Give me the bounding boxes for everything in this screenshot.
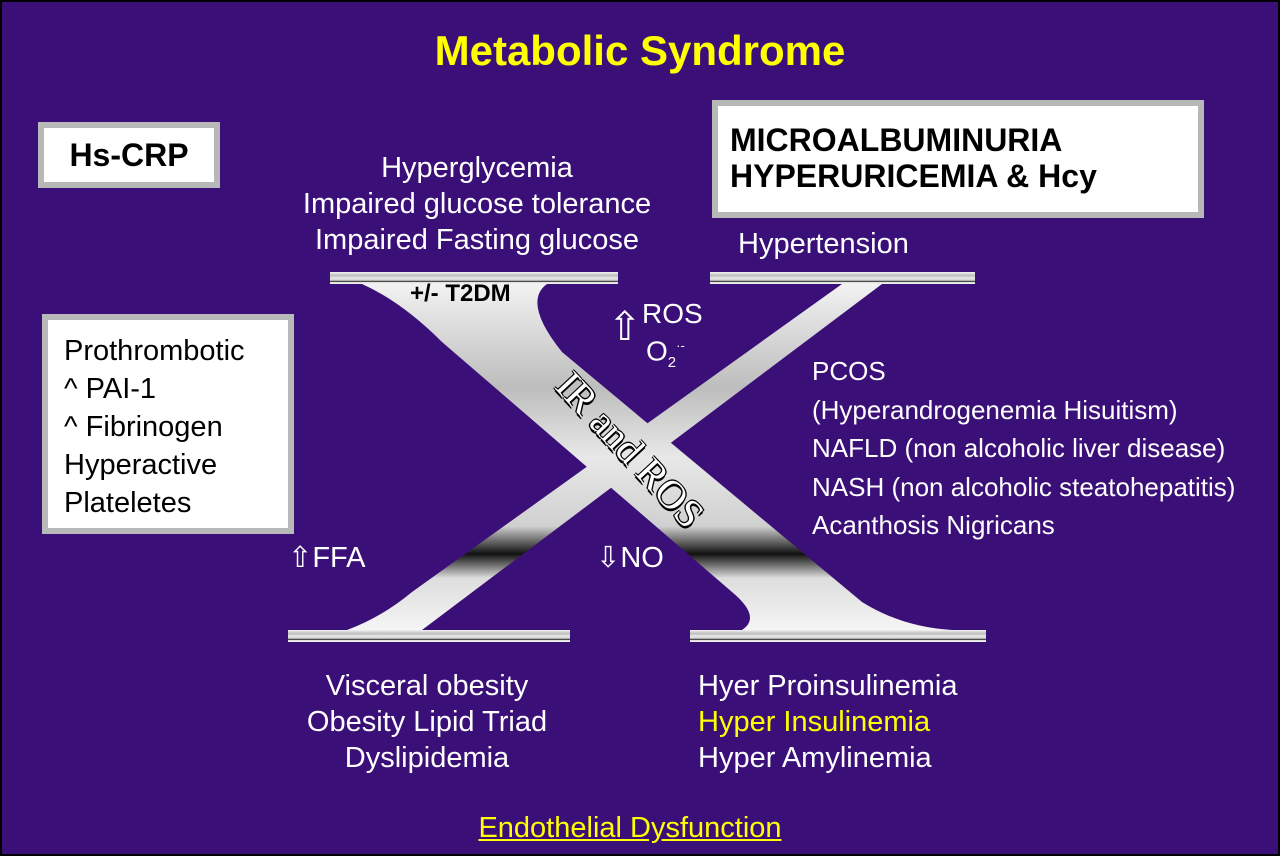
- obesity-item: Obesity Lipid Triad: [306, 706, 548, 738]
- hs-crp-label: Hs-CRP: [69, 137, 189, 173]
- hyperuricemia-label: HYPERURICEMIA & Hcy: [730, 158, 1097, 194]
- down-arrow-icon: ⇩: [596, 542, 621, 574]
- glycemia-item: Impaired Fasting glucose: [315, 224, 639, 256]
- prothrombotic-item: Plateletes: [64, 487, 192, 519]
- ros-label: ROS: [642, 298, 703, 329]
- x-strokes: [288, 272, 986, 642]
- condition-item: NASH (non alcoholic steatohepatitis): [812, 471, 1236, 502]
- prothrombotic-item: Prothrombotic: [64, 335, 245, 367]
- hypertension-label: Hypertension: [738, 228, 909, 260]
- glycemia-item: Impaired glucose tolerance: [302, 188, 652, 220]
- obesity-item: Dyslipidemia: [344, 742, 510, 774]
- microalbuminuria-box: MICROALBUMINURIA HYPERURICEMIA & Hcy: [712, 100, 1204, 218]
- prothrombotic-item: Hyperactive: [64, 449, 218, 481]
- no-group: ⇩NO: [596, 540, 664, 576]
- glycemia-item: Hyperglycemia: [381, 152, 573, 184]
- condition-item: Acanthosis Nigricans: [812, 510, 1055, 540]
- slide-title: Metabolic Syndrome: [434, 27, 846, 74]
- o2-label: O: [646, 335, 668, 367]
- prothrombotic-item: ^ Fibrinogen: [64, 411, 223, 443]
- prothrombotic-box: Prothrombotic ^ PAI-1 ^ Fibrinogen Hyper…: [42, 314, 294, 534]
- obesity-item: Visceral obesity: [325, 670, 529, 702]
- insulin-list: Hyer Proinsulinemia Hyper Insulinemia Hy…: [698, 668, 958, 776]
- insulin-item: Hyer Proinsulinemia: [698, 670, 958, 702]
- ffa-label: FFA: [312, 542, 366, 574]
- footer-label: Endothelial Dysfunction: [478, 812, 782, 844]
- up-arrow-icon: ⇧: [608, 305, 642, 349]
- o2-superscript: ·-: [676, 338, 685, 353]
- insulin-item: Hyper Amylinemia: [698, 742, 932, 774]
- prothrombotic-item: ^ PAI-1: [64, 373, 157, 405]
- condition-item: NAFLD (non alcoholic liver disease): [812, 433, 1226, 463]
- no-label: NO: [620, 542, 664, 574]
- obesity-list: Visceral obesity Obesity Lipid Triad Dys…: [242, 668, 612, 776]
- ffa-group: ⇧FFA: [288, 540, 365, 576]
- insulin-item-highlight: Hyper Insulinemia: [698, 706, 931, 738]
- condition-item: (Hyperandrogenemia Hisuitism): [812, 394, 1178, 425]
- hs-crp-box: Hs-CRP: [38, 122, 220, 188]
- right-condition-list: PCOS (Hyperandrogenemia Hisuitism) NAFLD…: [812, 352, 1235, 545]
- t2dm-label: +/- T2DM: [410, 280, 511, 307]
- glycemia-list: Hyperglycemia Impaired glucose tolerance…: [242, 150, 712, 258]
- up-arrow-icon: ⇧: [288, 542, 313, 574]
- condition-item: PCOS: [812, 356, 886, 386]
- o2-subscript: 2: [667, 353, 677, 371]
- ros-group: ⇧ ROS O2·-: [608, 298, 703, 379]
- microalbuminuria-label: MICROALBUMINURIA: [730, 122, 1063, 158]
